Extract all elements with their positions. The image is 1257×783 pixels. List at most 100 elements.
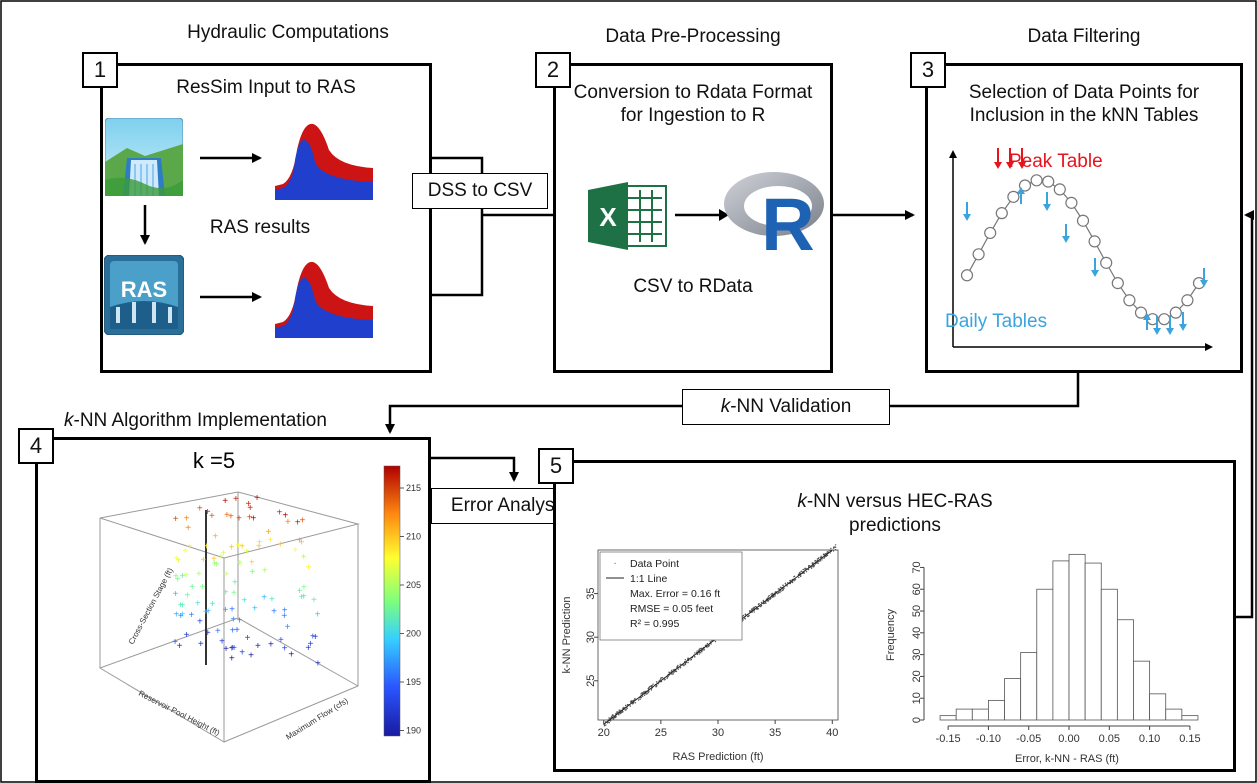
scatter-point bbox=[751, 609, 753, 611]
knn-validation-label: k-NN Validation bbox=[682, 389, 890, 425]
scatter-point bbox=[605, 724, 607, 726]
plot3d-point: + bbox=[305, 643, 311, 654]
scatter-point bbox=[618, 710, 620, 712]
plot3d-point: + bbox=[271, 606, 277, 617]
sine-curve bbox=[960, 148, 1208, 335]
scatter-point bbox=[670, 669, 673, 672]
plot3d-point: + bbox=[315, 659, 321, 670]
plot3d-point: + bbox=[282, 605, 288, 616]
comparison-title-line1: k-NN versus HEC-RAS bbox=[700, 491, 1090, 513]
plot3d-point: + bbox=[223, 569, 229, 580]
plot3d-point: + bbox=[230, 625, 236, 636]
scatter-point bbox=[623, 706, 625, 709]
histogram-bar bbox=[1020, 652, 1038, 721]
scatter-point bbox=[826, 551, 828, 553]
step-badge-1: 1 bbox=[82, 52, 118, 88]
scatter-point bbox=[822, 553, 825, 555]
sine-point bbox=[1111, 277, 1124, 290]
plot3d-point: + bbox=[239, 541, 245, 552]
scatter-point bbox=[679, 667, 681, 669]
scatter-point bbox=[773, 596, 775, 598]
knn-plot-title: k =5 bbox=[193, 448, 235, 473]
sine-point bbox=[960, 269, 974, 282]
plot3d-point: + bbox=[200, 555, 206, 566]
colorbar-tick-label: 200 bbox=[406, 629, 421, 639]
knn-validation-text: -NN Validation bbox=[730, 396, 852, 417]
scatter-point bbox=[661, 677, 664, 679]
hydrograph-icon-ras bbox=[275, 261, 373, 338]
colorbar bbox=[383, 465, 401, 737]
plot3d-point: + bbox=[251, 513, 257, 524]
plot3d-point: + bbox=[173, 514, 179, 525]
plot3d-point: + bbox=[244, 546, 250, 557]
plot3d-point: + bbox=[262, 566, 268, 577]
plot3d-point: + bbox=[299, 592, 305, 603]
scatter-point bbox=[781, 589, 784, 592]
plot3d-point: + bbox=[209, 511, 215, 522]
scatter-point bbox=[643, 690, 645, 693]
hist-x-tick-label: -0.15 bbox=[936, 733, 961, 745]
scatter-point bbox=[758, 603, 760, 605]
scatter-point bbox=[769, 598, 771, 600]
plot3d-point: + bbox=[229, 643, 235, 654]
plot3d-point: + bbox=[257, 537, 263, 548]
peak-arrow-head bbox=[994, 162, 1002, 169]
plot3d-point: + bbox=[285, 622, 291, 633]
scatter-point bbox=[683, 665, 685, 667]
plot3d-point: + bbox=[196, 569, 202, 580]
plot3d-point: + bbox=[231, 588, 237, 599]
plot3d-point: + bbox=[197, 617, 203, 628]
daily-arrow-head bbox=[1200, 280, 1208, 287]
scatter-point bbox=[608, 717, 610, 719]
colorbar-tick-label: 205 bbox=[406, 580, 421, 590]
plot3d-point: + bbox=[173, 571, 179, 582]
scatter-point bbox=[641, 692, 643, 694]
scatter-point bbox=[834, 549, 837, 551]
scatter-x-tick-label: 25 bbox=[655, 727, 667, 739]
scatter-point bbox=[812, 566, 814, 568]
plot3d-point: + bbox=[184, 514, 190, 525]
knn-validation-italic-k: k bbox=[720, 396, 731, 417]
plot3d-point: + bbox=[212, 532, 218, 543]
scatter-point bbox=[709, 641, 711, 643]
ressim-dam-icon bbox=[105, 118, 183, 196]
scatter-point bbox=[703, 649, 706, 651]
scatter-point bbox=[760, 605, 762, 608]
plot3d-point: + bbox=[229, 643, 235, 654]
plot3d-point: + bbox=[214, 560, 220, 571]
plot3d-point: + bbox=[249, 557, 255, 568]
plot3d-point: + bbox=[180, 571, 186, 582]
plot3d-point: + bbox=[211, 554, 217, 565]
scatter-point bbox=[753, 607, 756, 609]
plot3d-point: + bbox=[205, 628, 211, 639]
scatter-point bbox=[655, 685, 657, 688]
scatter-point bbox=[819, 559, 822, 562]
scatter-x-tick-label: 35 bbox=[769, 727, 781, 739]
scatter-point bbox=[744, 613, 747, 615]
plot3d-point: + bbox=[239, 648, 245, 659]
ressim-label: ResSim Input to RAS bbox=[176, 77, 356, 98]
scatter-point bbox=[631, 703, 634, 705]
hist-x-tick-label: -0.10 bbox=[976, 733, 1001, 745]
plot3d-point: + bbox=[175, 574, 181, 585]
scatter-point bbox=[802, 568, 805, 571]
daily-tables-label: Daily Tables bbox=[945, 311, 1048, 332]
scatter-point bbox=[791, 581, 794, 583]
scatter-point bbox=[637, 699, 640, 701]
plot3d-point: + bbox=[222, 605, 228, 616]
scatter-y-tick-label: 35 bbox=[585, 587, 597, 599]
scatter-point bbox=[619, 712, 622, 715]
scatter-legend-box bbox=[599, 551, 743, 641]
scatter-point bbox=[679, 663, 681, 666]
plot3d-point: + bbox=[178, 611, 184, 622]
scatter-point bbox=[812, 562, 814, 564]
ras-results-label: RAS results bbox=[209, 217, 311, 238]
stage2-title: Data Pre-Processing bbox=[605, 26, 781, 47]
scatter-point bbox=[639, 698, 641, 700]
hist-y-tick-label: 60 bbox=[911, 583, 923, 595]
scatter-point bbox=[777, 592, 780, 594]
scatter-point bbox=[648, 687, 650, 689]
scatter-point bbox=[706, 646, 708, 648]
selection-label-line2: Inclusion in the kNN Tables bbox=[969, 105, 1199, 126]
